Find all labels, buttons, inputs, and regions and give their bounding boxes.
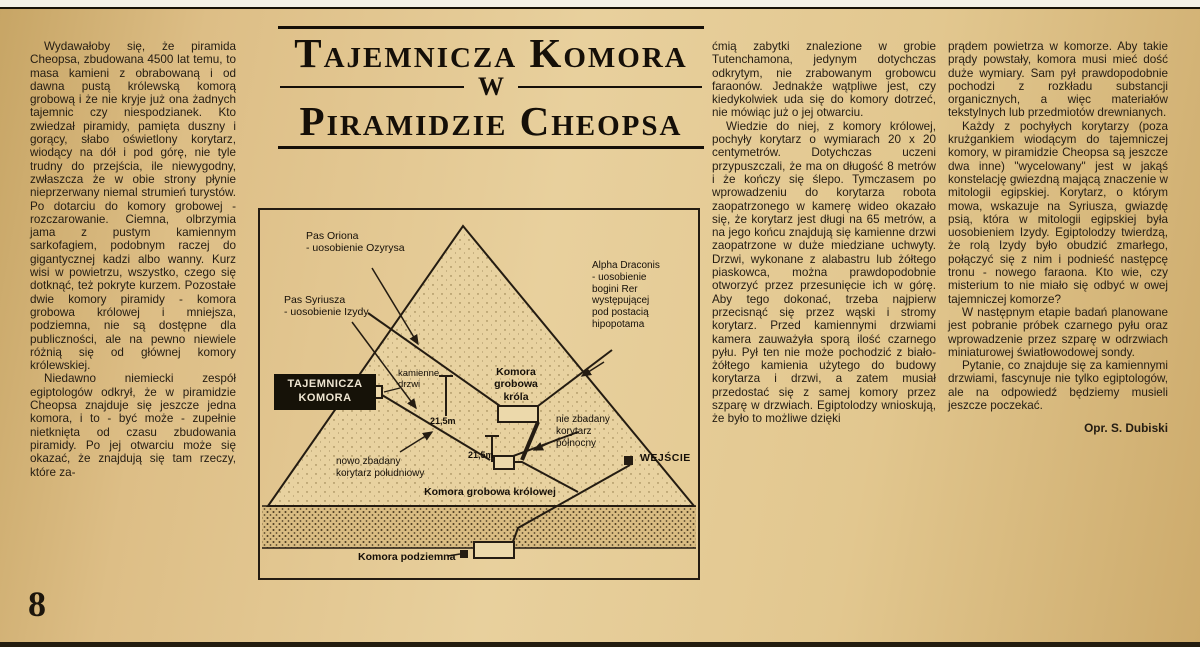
- page-number: 8: [28, 584, 46, 624]
- title-rule-right: [518, 86, 702, 89]
- scan-top-rule: [0, 7, 1200, 9]
- paragraph: Wydawałoby się, że piramida Cheopsa, zbu…: [30, 40, 236, 373]
- paragraph: Niedawno niemiecki zespół egiptologów od…: [30, 372, 236, 479]
- article-column-4: prądem powietrza w komorze. Aby takie pr…: [948, 40, 1168, 436]
- paragraph: Wiedzie do niej, z komory królowej, poch…: [712, 119, 936, 426]
- article-byline: Opr. S. Dubiski: [1084, 421, 1168, 436]
- label-kamienne-drzwi: kamienne drzwi: [398, 368, 440, 391]
- label-pas-oriona: Pas Oriona - uosobienie Ozyrysa: [306, 230, 405, 255]
- label-wymiar-1: 21,5m: [430, 416, 456, 426]
- paragraph: prądem powietrza w komorze. Aby takie pr…: [948, 40, 1168, 120]
- title-line-2-row: W: [280, 74, 702, 100]
- title-line-3: Piramidzie Cheopsa: [299, 98, 683, 145]
- title-rule-top: [278, 26, 704, 29]
- scan-top-edge: [0, 0, 1200, 7]
- label-korytarz-poludniowy: nowo zbadany korytarz południowy: [336, 456, 425, 479]
- title-line-1: Tajemnicza Komora: [294, 30, 688, 76]
- label-komora-podziemna: Komora podziemna: [358, 551, 456, 563]
- label-korytarz-polnocny: nie zbadany korytarz północny: [556, 414, 610, 449]
- article-column-3: ćmią zabytki znalezione w grobie Tutench…: [712, 40, 936, 426]
- title-rule-left: [280, 86, 464, 89]
- pyramid-cross-section-diagram: Pas Oriona - uosobienie Ozyrysa Pas Syri…: [258, 208, 700, 580]
- article-title: Tajemnicza Komora W Piramidzie Cheopsa: [276, 26, 706, 149]
- label-alpha-draconis: Alpha Draconis - uosobienie bogini Rer w…: [592, 260, 660, 330]
- paragraph: Pytanie, co znajduje się za kamiennymi d…: [948, 359, 1168, 413]
- title-line-2: W: [478, 72, 504, 102]
- label-komora-krola: Komora grobowa króla: [494, 366, 538, 403]
- label-tajemnicza-komora: TAJEMNICZA KOMORA: [274, 374, 376, 410]
- title-rule-bottom: [278, 145, 704, 149]
- paragraph: Każdy z pochyłych korytarzy (poza krużga…: [948, 119, 1168, 306]
- article-column-1: Wydawałoby się, że piramida Cheopsa, zbu…: [30, 40, 236, 479]
- scan-bottom-edge: [0, 642, 1200, 647]
- paragraph: ćmią zabytki znalezione w grobie Tutench…: [712, 40, 936, 120]
- label-wymiar-2: 21,5m: [468, 450, 494, 460]
- label-wejscie: WEJŚCIE: [640, 452, 691, 464]
- paragraph: W następnym etapie badań planowane jest …: [948, 305, 1168, 359]
- label-pas-syriusza: Pas Syriusza - uosobienie Izydy: [284, 294, 369, 319]
- label-komora-krolowej: Komora grobowa królowej: [424, 486, 556, 498]
- pyramid-drawing: [262, 224, 697, 559]
